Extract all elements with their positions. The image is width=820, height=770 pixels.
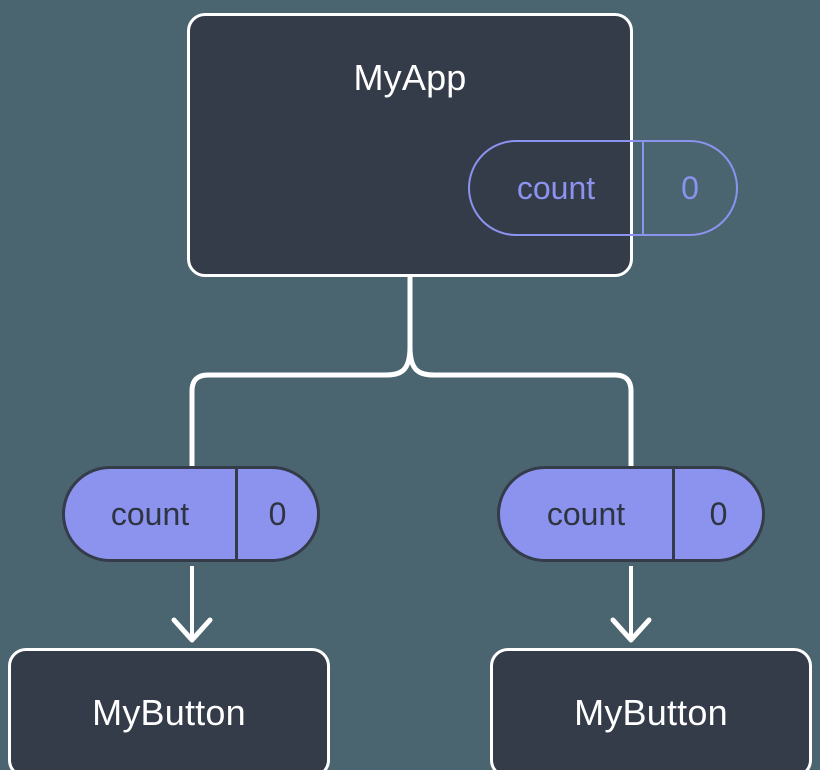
component-card-myapp[interactable]: MyApp count 0 xyxy=(187,13,738,277)
component-card-mybutton-right[interactable]: MyButton xyxy=(490,648,812,770)
prop-pill-right-value: 0 xyxy=(709,496,728,532)
state-pill-root[interactable]: count 0 xyxy=(468,140,738,236)
prop-pill-left-value: 0 xyxy=(268,496,287,532)
component-card-mybutton-left[interactable]: MyButton xyxy=(8,648,330,770)
state-pill-root-value: 0 xyxy=(681,170,699,206)
down-arrow-icon-right xyxy=(610,617,652,643)
prop-pill-left[interactable]: count 0 xyxy=(62,466,320,562)
prop-pill-right-key: count xyxy=(500,469,675,559)
prop-pill-right[interactable]: count 0 xyxy=(497,466,765,562)
branch-line-left xyxy=(189,344,413,469)
component-title-mybutton-left: MyButton xyxy=(92,692,246,733)
branch-line-right xyxy=(407,344,634,469)
state-pill-root-key: count xyxy=(470,142,644,234)
component-title-myapp: MyApp xyxy=(353,57,467,98)
down-arrow-icon-left xyxy=(171,617,213,643)
prop-pill-left-key: count xyxy=(65,469,238,559)
component-title-mybutton-right: MyButton xyxy=(574,692,728,733)
